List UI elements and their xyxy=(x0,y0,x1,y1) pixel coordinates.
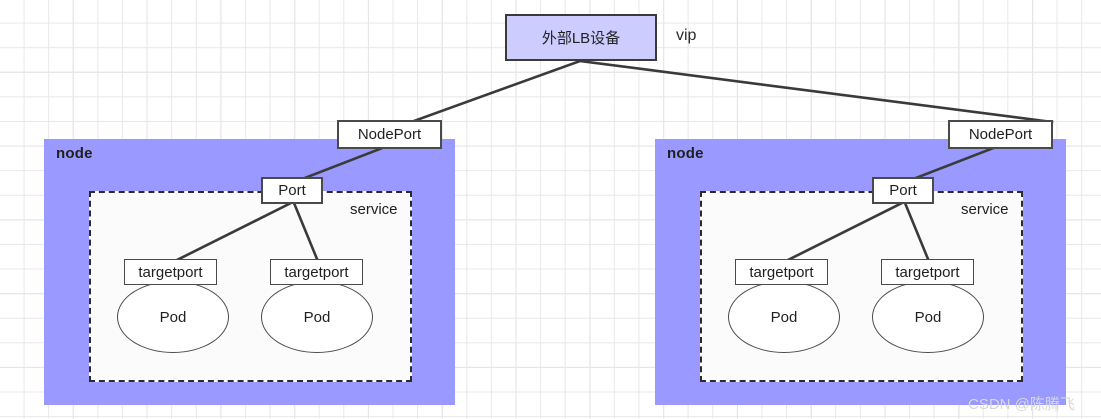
targetport-box-left-1[interactable]: targetport xyxy=(124,259,217,285)
nodeport-box-left[interactable]: NodePort xyxy=(337,120,442,149)
node-label-left: node xyxy=(56,145,93,162)
targetport-box-right-2[interactable]: targetport xyxy=(881,259,974,285)
external-lb-box[interactable]: 外部LB设备 xyxy=(505,14,657,61)
service-box-right xyxy=(700,191,1023,382)
pod-left-1[interactable]: Pod xyxy=(117,281,229,353)
service-label-left: service xyxy=(350,201,398,218)
service-label-right: service xyxy=(961,201,1009,218)
targetport-box-right-1[interactable]: targetport xyxy=(735,259,828,285)
pod-right-2[interactable]: Pod xyxy=(872,281,984,353)
pod-right-1[interactable]: Pod xyxy=(728,281,840,353)
vip-label: vip xyxy=(676,27,697,44)
port-box-right[interactable]: Port xyxy=(872,177,934,204)
port-box-left[interactable]: Port xyxy=(261,177,323,204)
csdn-watermark: CSDN @陈腾飞 xyxy=(968,396,1075,413)
targetport-box-left-2[interactable]: targetport xyxy=(270,259,363,285)
service-box-left xyxy=(89,191,412,382)
pod-left-2[interactable]: Pod xyxy=(261,281,373,353)
node-label-right: node xyxy=(667,145,704,162)
nodeport-box-right[interactable]: NodePort xyxy=(948,120,1053,149)
